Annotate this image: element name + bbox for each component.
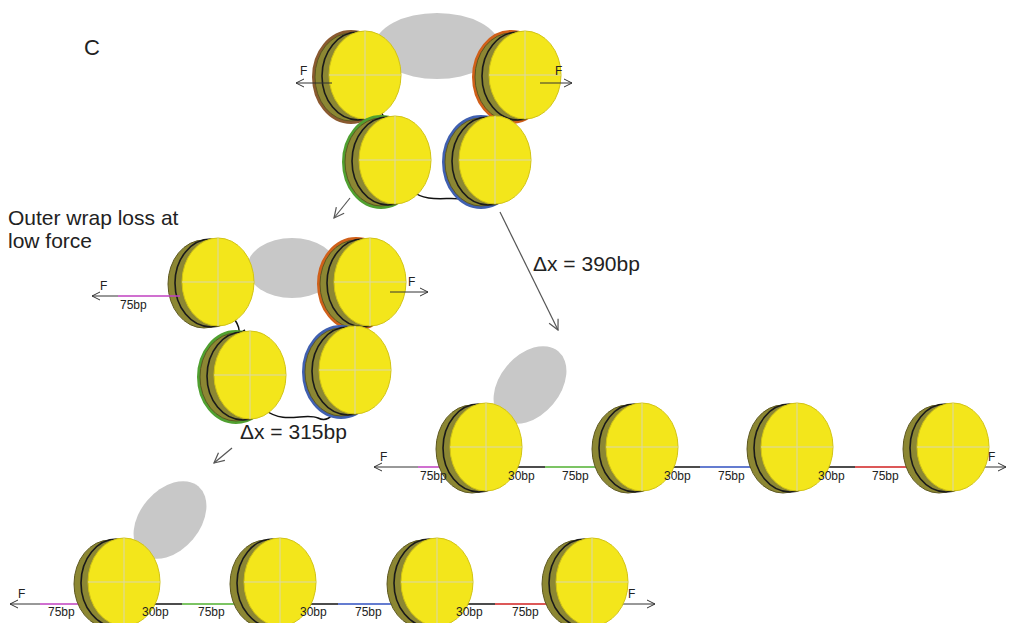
text-label: F: [380, 451, 387, 464]
extended-fiber-bottom: [10, 467, 655, 623]
text-label: F: [300, 65, 307, 78]
text-label: 75bp: [355, 606, 382, 619]
text-label: 75bp: [872, 470, 899, 483]
text-label: 75bp: [48, 606, 75, 619]
text-label: F: [628, 588, 635, 601]
text-label: 75bp: [512, 606, 539, 619]
text-label: 75bp: [120, 299, 147, 312]
text-label: 75bp: [420, 470, 447, 483]
text-label: F: [408, 276, 415, 289]
text-label: 30bp: [456, 606, 483, 619]
text-label: 75bp: [198, 606, 225, 619]
text-label: Outer wrap loss at low force: [8, 206, 198, 252]
text-label: F: [100, 280, 107, 293]
text-label: Δx = 315bp: [240, 420, 347, 443]
text-label: 30bp: [300, 606, 327, 619]
text-label: 30bp: [508, 470, 535, 483]
text-label: C: [84, 36, 100, 60]
text-label: F: [988, 451, 995, 464]
text-label: Δx = 390bp: [533, 252, 640, 275]
text-label: 30bp: [664, 470, 691, 483]
text-label: 75bp: [718, 470, 745, 483]
text-label: 30bp: [818, 470, 845, 483]
middle-fiber: [92, 238, 428, 422]
text-label: F: [555, 65, 562, 78]
text-label: 30bp: [142, 606, 169, 619]
text-label: 75bp: [562, 470, 589, 483]
top-fiber: [296, 13, 572, 207]
extended-fiber-right: [374, 332, 1006, 493]
text-label: F: [18, 588, 25, 601]
